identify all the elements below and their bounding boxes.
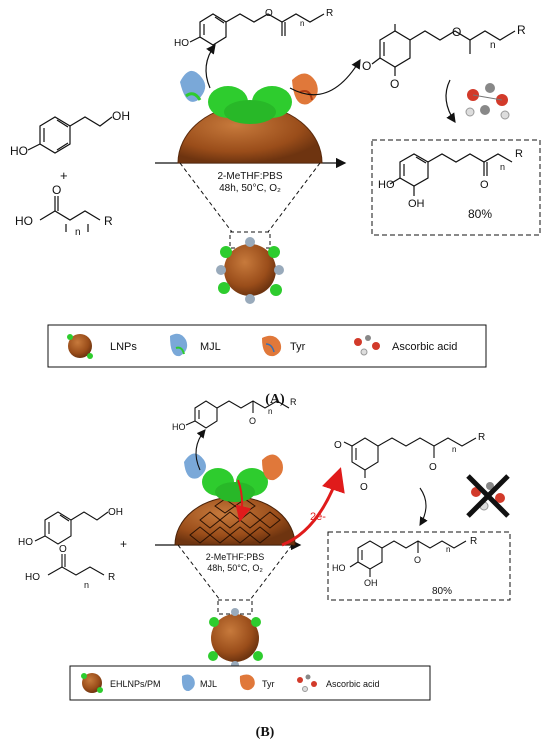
ester-o-label: O <box>265 8 273 19</box>
legend-item-b-4: Ascorbic acid <box>326 679 380 689</box>
catechol-ho-label-b: HO <box>332 563 346 573</box>
quinone-o2-label: O <box>390 77 399 91</box>
legend-tyr-icon-b <box>239 674 255 691</box>
catechol-o-label: O <box>480 179 489 191</box>
caption-b: (B) <box>256 725 275 740</box>
acid-n-label: n <box>75 227 81 238</box>
caption-a: (A) <box>265 392 285 407</box>
ester-structure-a <box>189 13 325 46</box>
tyrosol-structure-b <box>34 511 109 545</box>
quinone-n-label: n <box>490 40 496 51</box>
quinone-o3-label: O <box>452 25 461 39</box>
quinone-n-label-b: n <box>452 445 456 454</box>
tyrosol-ho-label-b: HO <box>18 537 33 548</box>
tyrosol-oh-label-b: OH <box>108 507 123 518</box>
conditions-line1-a: 2-MeTHF:PBS <box>217 171 282 182</box>
catechol-n-label-b: n <box>446 545 450 554</box>
acid-o-label-b: O <box>59 544 67 555</box>
plus-sign-a: + <box>60 168 68 183</box>
legend-item-a-3: Tyr <box>290 341 306 353</box>
zoom-lines-a <box>179 162 321 249</box>
lnp-particle-a <box>216 237 284 304</box>
plus-sign-b: + <box>120 537 127 551</box>
catechol-o-label-b: O <box>414 555 421 565</box>
catechol-r-label: R <box>515 148 523 160</box>
fatty-acid-structure-a <box>39 196 101 232</box>
ester-o-label-b: O <box>249 416 256 426</box>
quinone-r-label-b: R <box>478 432 485 443</box>
ester-r-label: R <box>326 8 333 19</box>
ester-r-label-b: R <box>290 397 297 407</box>
conditions-line2-a: 48h, 50°C, O₂ <box>219 183 281 194</box>
conditions-line2-b: 48h, 50°C, O₂ <box>207 563 263 573</box>
redox-arrow-a <box>445 79 456 123</box>
ester-structure-b <box>185 400 290 429</box>
legend-mjl-icon-b <box>181 674 195 692</box>
redox-arrow-b <box>419 487 428 526</box>
ehlnp-particle-b <box>208 608 263 669</box>
quinone-structure-a <box>371 24 516 76</box>
catechol-oh-label-b: OH <box>364 578 378 588</box>
panel-a: HO OH + HO O n R 2-MeTHF:PBS 48h, 50°C <box>10 8 541 407</box>
yield-label-b: 80% <box>432 586 452 597</box>
legend-item-a-1: LNPs <box>110 341 137 353</box>
catechol-product-box-a <box>371 139 541 236</box>
electron-transfer-arrow-inner <box>235 479 252 522</box>
legend-item-a-2: MJL <box>200 341 221 353</box>
enzyme-cluster-b <box>184 453 283 502</box>
quinone-structure-b <box>343 437 477 478</box>
legend-item-b-2: MJL <box>200 679 217 689</box>
catechol-oh-label: OH <box>408 198 425 210</box>
quinone-o1-label-b: O <box>334 440 342 451</box>
tyrosol-ho-label: HO <box>10 144 28 158</box>
arrow-to-ester-b <box>195 429 206 471</box>
acid-ho-label-b: HO <box>25 572 40 583</box>
legend-item-b-1: EHLNPs/PM <box>110 679 161 689</box>
enzyme-cluster-a <box>180 70 318 124</box>
acid-n-label-b: n <box>84 580 89 590</box>
conditions-line1-b: 2-MeTHF:PBS <box>206 552 265 562</box>
legend-item-b-3: Tyr <box>262 679 275 689</box>
catechol-n-label: n <box>500 162 505 172</box>
ester-n-label: n <box>300 19 304 28</box>
fatty-acid-structure-b <box>47 554 105 576</box>
ester-n-label-b: n <box>268 407 272 416</box>
electron-arrow-b <box>281 467 345 547</box>
legend-item-a-4: Ascorbic acid <box>392 341 457 353</box>
legend-lnp-icon <box>67 334 93 359</box>
quinone-o1-label: O <box>362 59 371 73</box>
ester-ho-label-b: HO <box>172 422 186 432</box>
ascorbic-acid-molecule-a <box>465 83 510 120</box>
tyrosol-oh-label: OH <box>112 109 130 123</box>
quinone-o2-label-b: O <box>360 482 368 493</box>
acid-o-label: O <box>52 183 61 197</box>
legend-ascorbic-icon-b <box>297 674 317 692</box>
quinone-o3-label-b: O <box>429 462 437 473</box>
legend-ehlnp-icon <box>81 673 103 693</box>
catechol-r-label-b: R <box>470 536 477 547</box>
arrow-to-ester-a <box>205 44 216 89</box>
tyrosol-structure-a <box>27 116 113 154</box>
ascorbic-acid-crossed-b <box>466 474 510 518</box>
catechol-structure-b <box>349 540 467 577</box>
panel-b: HO OH + HO O n R 2-MeTHF:PBS 48h, 50°C, … <box>18 397 511 740</box>
legend-tyr-icon <box>262 335 282 357</box>
ester-ho-label: HO <box>174 38 189 49</box>
catechol-structure-a <box>389 153 513 196</box>
quinone-r-label: R <box>517 23 526 37</box>
catechol-ho-label: HO <box>378 179 395 191</box>
legend-ascorbic-icon <box>354 335 380 356</box>
acid-r-label-b: R <box>108 572 115 583</box>
acid-r-label: R <box>104 214 113 228</box>
legend-mjl-icon <box>170 333 188 357</box>
electron-label: 2e- <box>310 511 326 523</box>
acid-ho-label: HO <box>15 214 33 228</box>
yield-label-a: 80% <box>468 207 492 221</box>
arrow-to-quinone-a <box>289 58 361 96</box>
catechol-product-box-b <box>327 531 511 601</box>
